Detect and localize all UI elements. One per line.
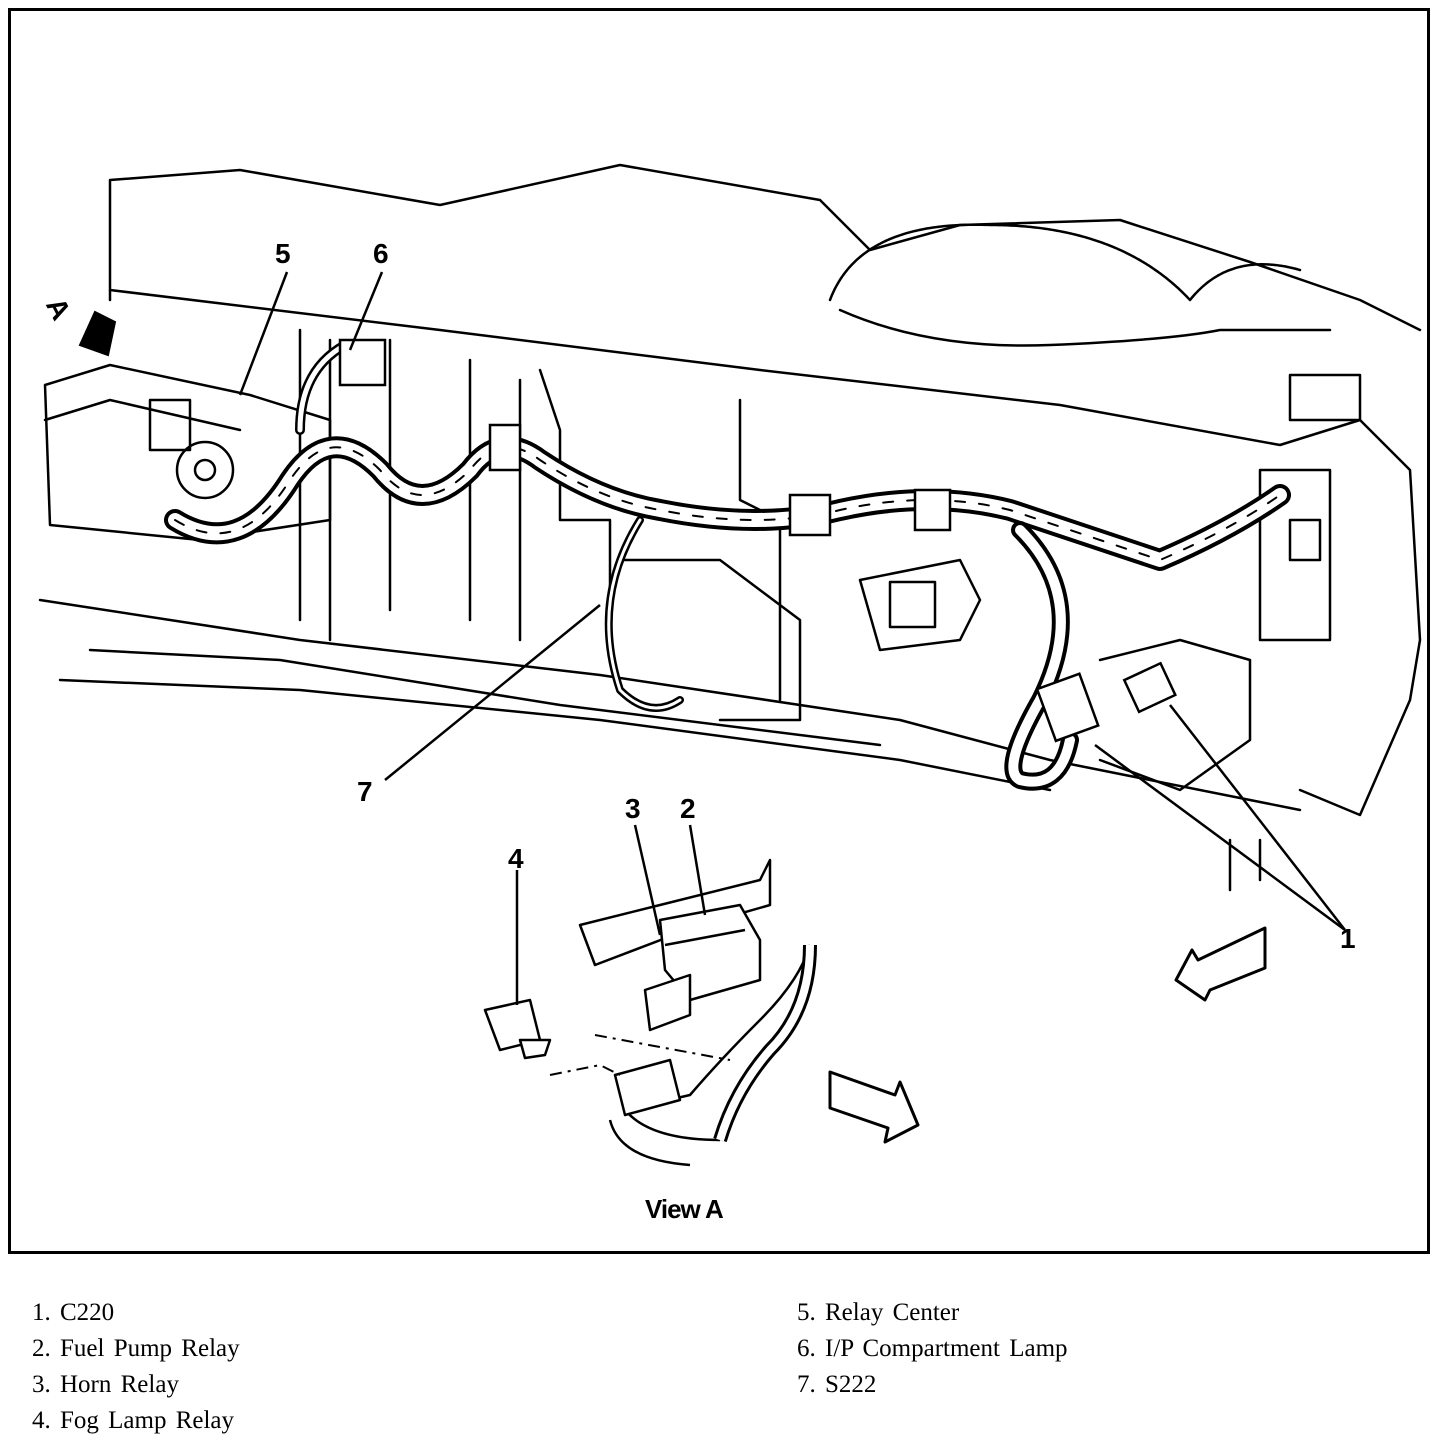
callout-6: 6 [373, 238, 389, 269]
legend-right-column: 5. Relay Center 6. I/P Compartment Lamp … [797, 1295, 1068, 1403]
callout-1: 1 [1340, 923, 1356, 954]
view-a-label: View A [645, 1194, 724, 1224]
legend-item: 1. C220 [32, 1299, 115, 1326]
callout-2: 2 [680, 793, 696, 824]
callout-4: 4 [508, 843, 524, 874]
instrument-panel-illustration [38, 163, 1422, 1167]
legend-left-column: 1. C220 2. Fuel Pump Relay 3. Horn Relay… [32, 1295, 240, 1439]
legend-item: 3. Horn Relay [32, 1371, 179, 1398]
callout-7: 7 [357, 776, 373, 807]
callout-3: 3 [625, 793, 641, 824]
callout-5: 5 [275, 238, 291, 269]
legend-item: 4. Fog Lamp Relay [32, 1407, 235, 1434]
legend-item: 2. Fuel Pump Relay [32, 1335, 240, 1362]
legend-item: 5. Relay Center [797, 1299, 960, 1326]
legend-item: 6. I/P Compartment Lamp [797, 1335, 1068, 1362]
legend-item: 7. S222 [797, 1371, 877, 1398]
